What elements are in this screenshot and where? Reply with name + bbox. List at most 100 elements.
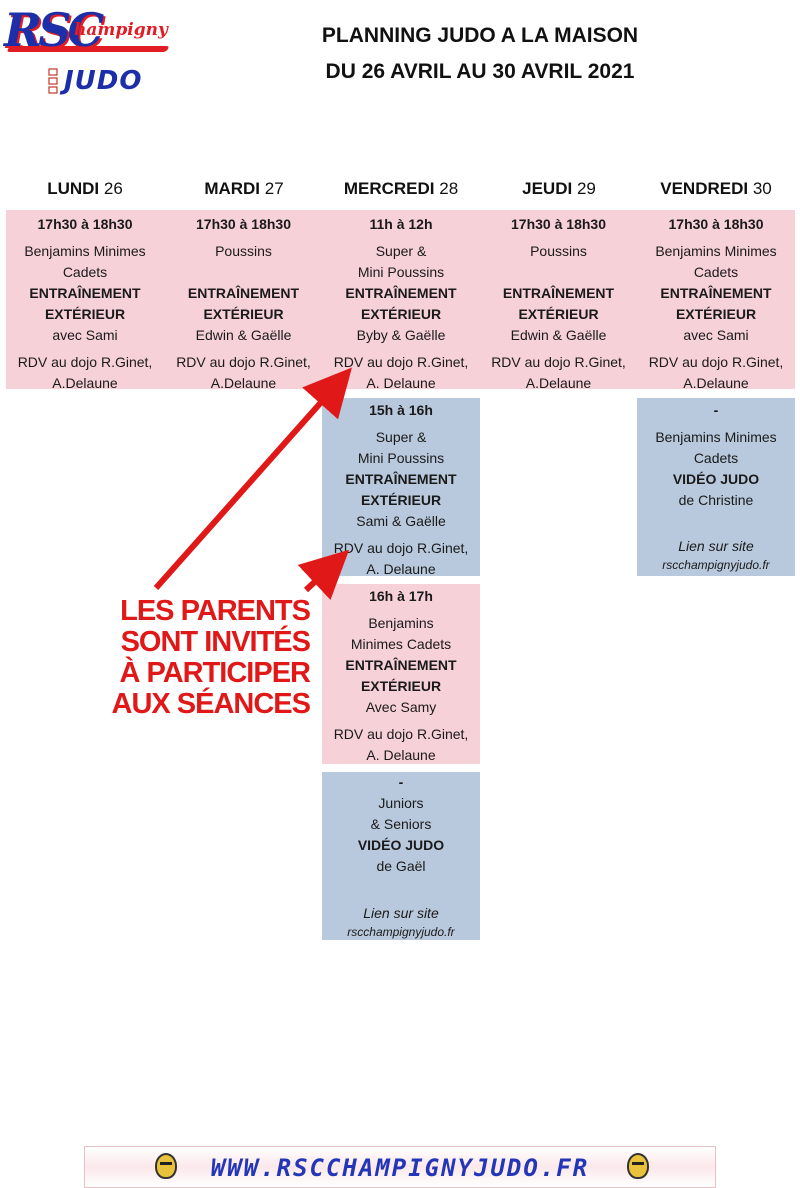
session-coach: Sami & Gaëlle [356,513,446,529]
session-type: ENTRAÎNEMENT [345,657,457,673]
session-coach: Avec Samy [365,699,437,715]
session-mardi: 17h30 à 18h30 Poussins ENTRAÎNEMENT EXTÉ… [165,214,322,394]
session-group: Juniors [378,795,424,811]
session-group: Super & [375,243,427,259]
page-title-line1: PLANNING JUDO A LA MAISON [321,24,639,47]
day-name: VENDREDI [660,179,749,198]
session-type: EXTÉRIEUR [675,306,757,322]
session-rdv: RDV au dojo R.Ginet, [333,726,469,742]
day-name: JEUDI [522,179,573,198]
session-type: VIDÉO JUDO [357,837,445,853]
session-time: 17h30 à 18h30 [196,216,291,232]
session-rdv: A.Delaune [683,375,749,391]
session-type: ENTRAÎNEMENT [502,285,615,301]
session-time: 16h à 17h [369,588,433,604]
session-rdv: A. Delaune [366,747,436,763]
session-type: EXTÉRIEUR [360,306,442,322]
session-group: Mini Poussins [357,264,445,280]
session-time: - [398,774,404,790]
session-group: Cadets [693,264,739,280]
day-number: 27 [264,179,284,198]
parents-invitation-notice: LES PARENTS SONT INVITÉS À PARTICIPER AU… [100,595,312,720]
session-link-label: Lien sur site [363,905,439,921]
day-header-vendredi: VENDREDI 30 [637,176,795,202]
session-rdv: RDV au dojo R.Ginet, [176,354,311,370]
day-header-mercredi: MERCREDI 28 [322,176,480,202]
session-rdv: A.Delaune [525,375,592,391]
day-number: 30 [752,179,772,198]
session-mercredi-2: 15h à 16h Super & Mini Poussins ENTRAÎNE… [322,398,480,577]
session-type: EXTÉRIEUR [360,678,442,694]
session-rdv: A. Delaune [366,561,436,577]
session-type: EXTÉRIEUR [360,492,442,508]
session-lundi: 17h30 à 18h30 Benjamins Minimes Cadets E… [6,214,164,394]
day-name: MERCREDI [343,179,435,198]
session-group: Super & [375,429,427,445]
kanji-icon [48,68,58,94]
arrow-to-afternoon-session [297,549,350,601]
session-vendredi-1: 17h30 à 18h30 Benjamins Minimes Cadets E… [637,214,795,394]
session-link-url[interactable]: rscchampignyjudo.fr [347,925,455,939]
session-type: EXTÉRIEUR [518,306,599,322]
session-type: EXTÉRIEUR [44,306,126,322]
notice-line: AUX SÉANCES [111,688,312,720]
session-group: Minimes Cadets [350,636,452,652]
session-time: 11h à 12h [369,216,433,232]
day-name: MARDI [204,179,261,198]
session-type: VIDÉO JUDO [672,471,760,487]
day-header-jeudi: JEUDI 29 [480,176,638,202]
session-type: ENTRAÎNEMENT [345,285,457,301]
notice-line: À PARTICIPER [119,657,311,689]
session-group: Poussins [530,243,587,259]
session-rdv: A. Delaune [366,375,436,391]
session-group: Cadets [693,450,739,466]
notice-line: LES PARENTS [120,595,311,627]
session-time: 17h30 à 18h30 [511,216,606,232]
session-mercredi-1: 11h à 12h Super & Mini Poussins ENTRAÎNE… [322,214,480,394]
session-type: ENTRAÎNEMENT [660,285,772,301]
session-group: Benjamins [368,615,434,631]
session-coach: Byby & Gaëlle [356,327,446,343]
session-time: 15h à 16h [369,402,433,418]
session-rdv: RDV au dojo R.Ginet, [333,354,469,370]
page-title-line2: DU 26 AVRIL AU 30 AVRIL 2021 [325,60,635,83]
day-header-lundi: LUNDI 26 [6,176,164,202]
session-coach: de Gaël [376,858,426,874]
session-type: EXTÉRIEUR [203,306,284,322]
session-rdv: RDV au dojo R.Ginet, [17,354,153,370]
session-rdv: A.Delaune [210,375,277,391]
session-group: Benjamins Minimes [655,429,777,445]
logo-judo-text: JUDO [64,66,143,96]
session-coach: Edwin & Gaëlle [510,327,607,343]
footer-banner: WWW.RSCCHAMPIGNYJUDO.FR [84,1146,716,1188]
day-name: LUNDI [47,179,100,198]
session-mercredi-4: - Juniors & Seniors VIDÉO JUDO de Gaël L… [322,772,480,940]
arrow-to-morning-session [153,367,352,590]
session-rdv: RDV au dojo R.Ginet, [333,540,469,556]
session-group: Poussins [215,243,272,259]
session-coach: avec Sami [52,327,118,343]
day-header-mardi: MARDI 27 [165,176,323,202]
session-coach: de Christine [678,492,754,508]
session-group: Cadets [62,264,108,280]
session-jeudi: 17h30 à 18h30 Poussins ENTRAÎNEMENT EXTÉ… [480,214,637,394]
session-link-label: Lien sur site [678,538,754,554]
club-logo: RSC hampigny JUDO [4,3,170,96]
day-number: 29 [576,179,596,198]
session-group: Mini Poussins [357,450,445,466]
session-rdv: RDV au dojo R.Ginet, [491,354,626,370]
session-time: - [713,402,719,418]
logo-rsc-text: RSC [4,3,104,57]
session-type: ENTRAÎNEMENT [29,285,141,301]
session-rdv: RDV au dojo R.Ginet, [648,354,784,370]
logo-champigny-text: hampigny [74,20,168,40]
day-number: 28 [439,179,459,198]
session-vendredi-2: - Benjamins Minimes Cadets VIDÉO JUDO de… [637,398,795,576]
session-link-url[interactable]: rscchampignyjudo.fr [662,558,770,572]
session-rdv: A.Delaune [52,375,118,391]
session-coach: avec Sami [683,327,749,343]
session-group: Benjamins Minimes [655,243,777,259]
footer-website-link[interactable]: WWW.RSCCHAMPIGNYJUDO.FR [210,1154,590,1182]
session-group: & Seniors [370,816,432,832]
